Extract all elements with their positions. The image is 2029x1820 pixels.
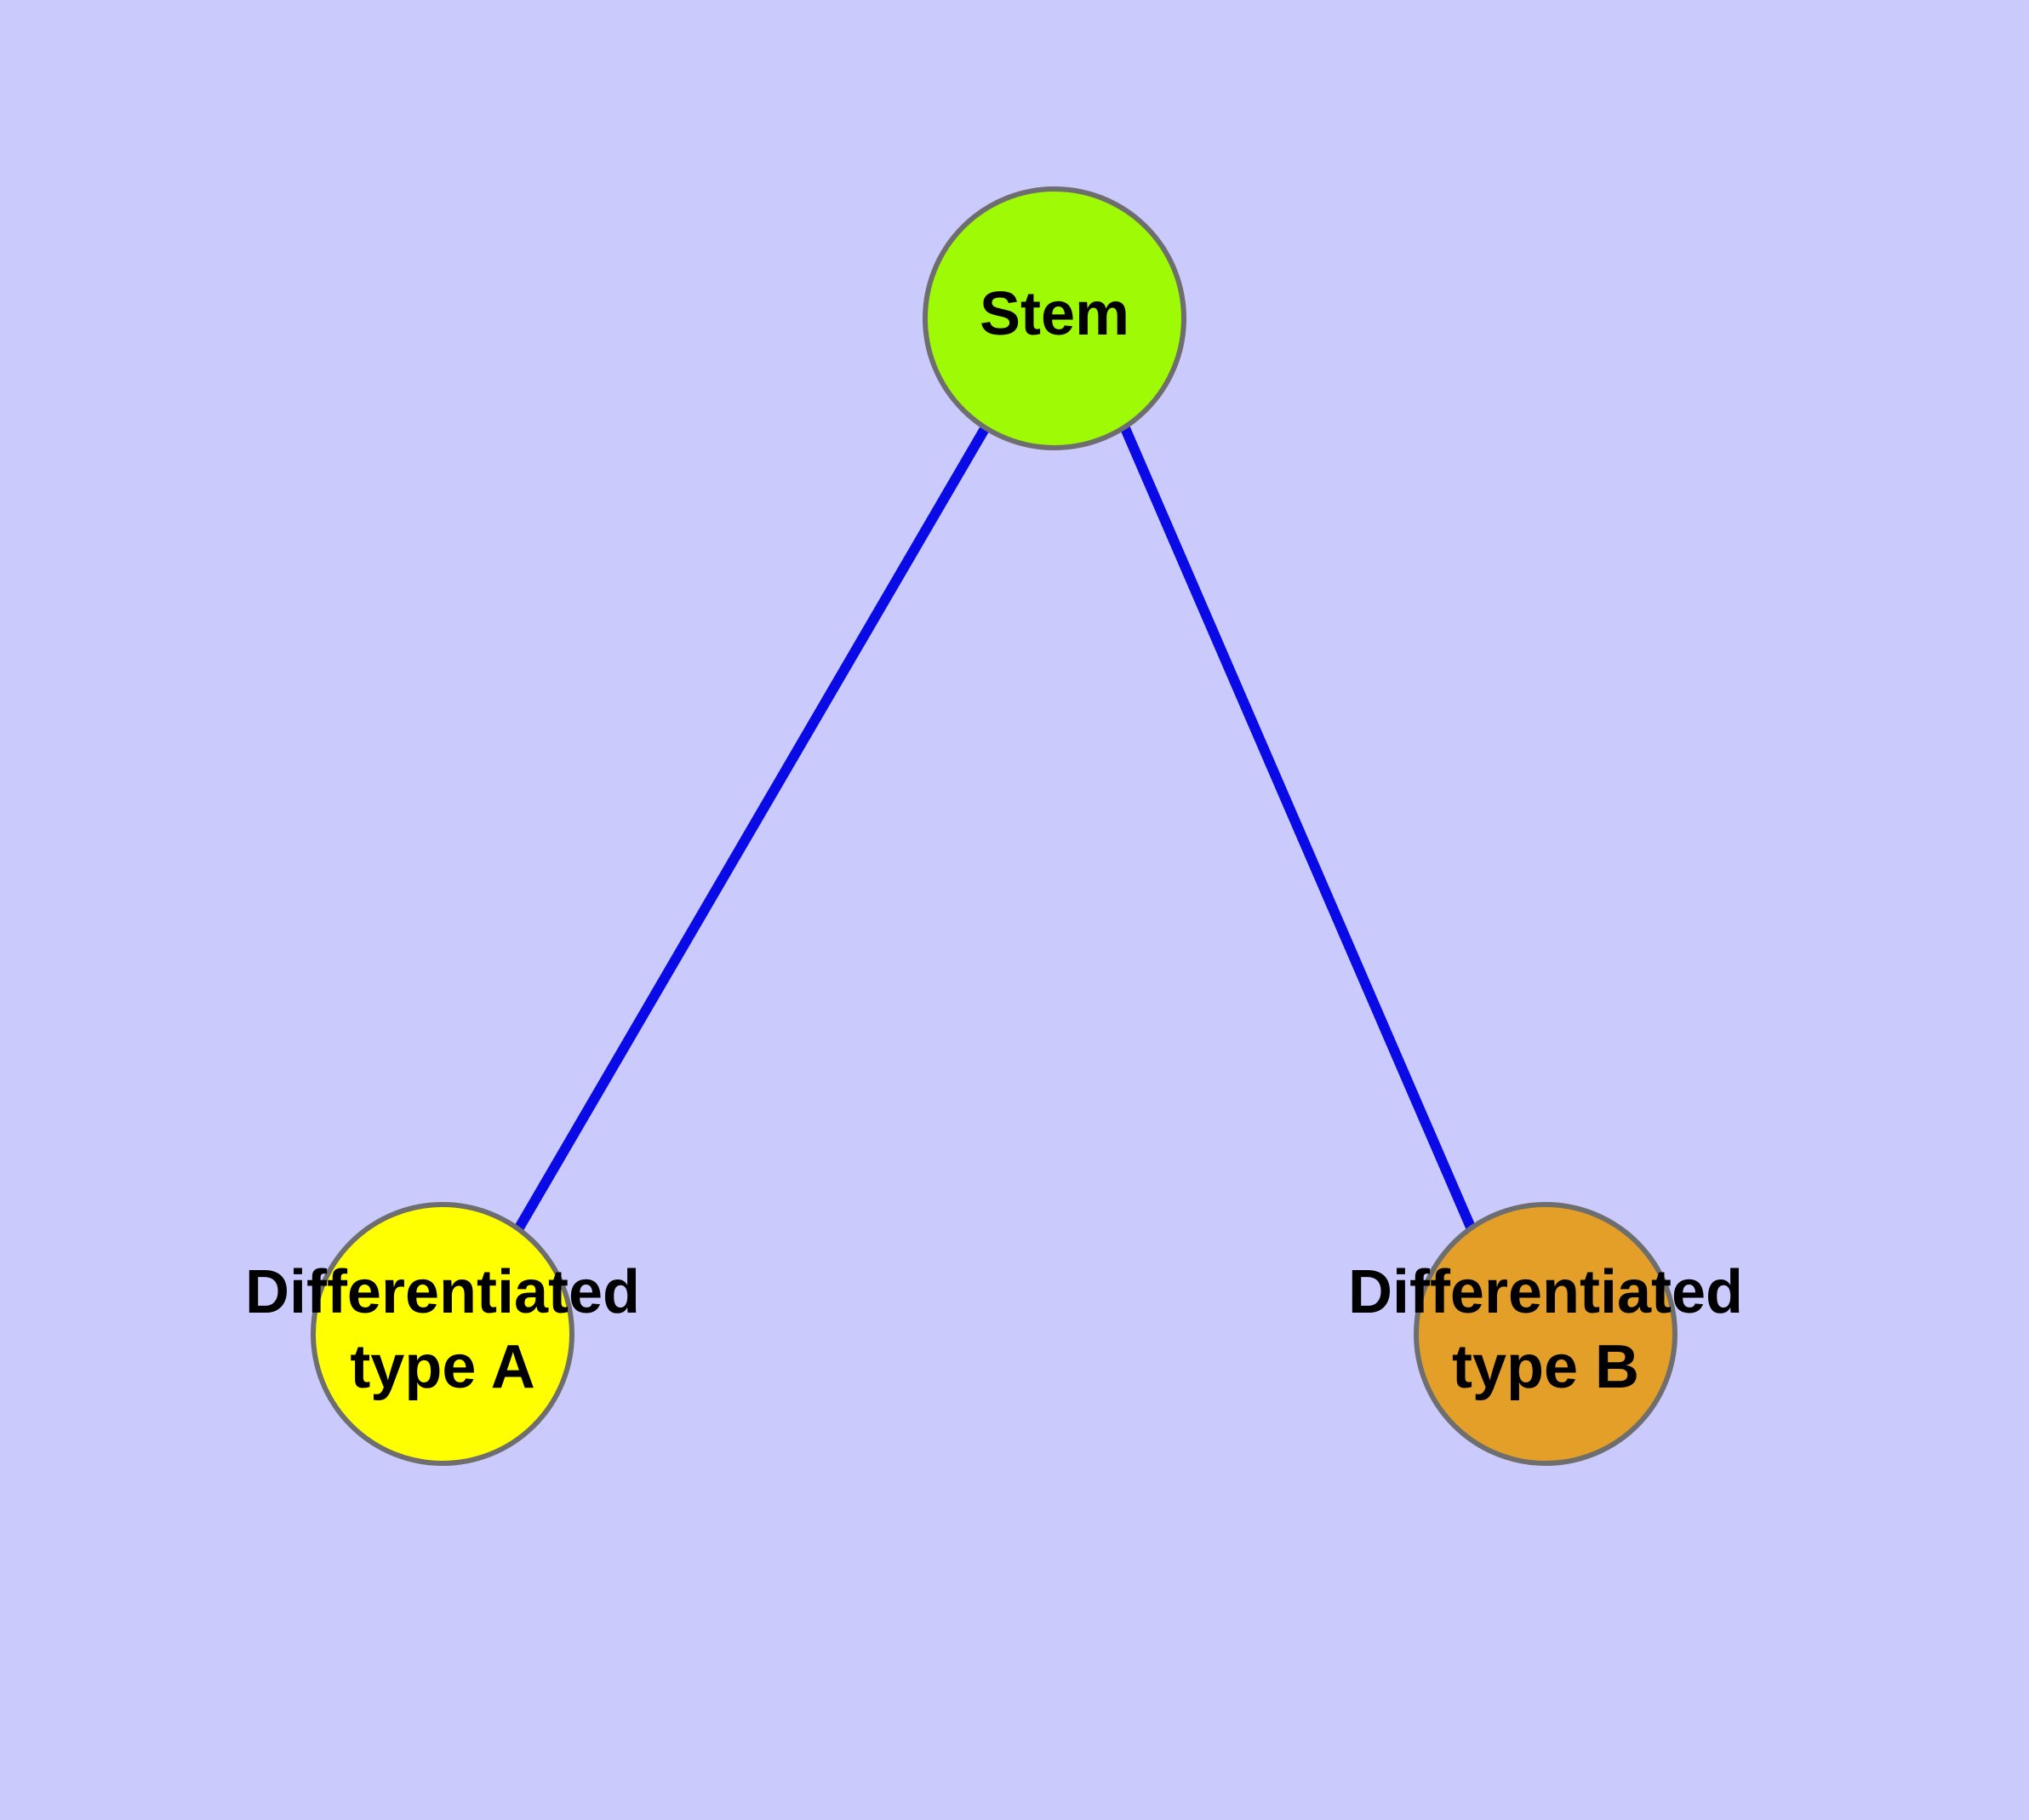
node-label-line: type B	[1452, 1333, 1639, 1401]
node-stem-label: Stem	[980, 280, 1129, 348]
node-differentiated-type-b-label: Differentiated type B	[1348, 1258, 1743, 1401]
node-label-line: Differentiated	[1348, 1258, 1743, 1326]
node-label-line: type A	[350, 1333, 534, 1401]
node-differentiated-type-b-circle[interactable]	[1414, 1202, 1677, 1466]
edge-stem-to-differentiated-type-b[interactable]	[1120, 426, 1477, 1232]
edge-stem-to-differentiated-type-a[interactable]	[513, 424, 991, 1233]
node-differentiated-type-a-circle[interactable]	[311, 1202, 574, 1466]
label-layer: Stem Differentiated type A Differentiated…	[245, 280, 1743, 1401]
node-differentiated-type-b[interactable]	[1414, 1202, 1677, 1466]
node-stem[interactable]	[923, 186, 1186, 450]
node-label-line: Differentiated	[245, 1258, 640, 1326]
node-label-line: Stem	[980, 280, 1129, 348]
edge-layer	[513, 424, 1477, 1233]
node-differentiated-type-a-label: Differentiated type A	[245, 1258, 640, 1401]
node-stem-circle[interactable]	[923, 186, 1186, 450]
node-differentiated-type-a[interactable]	[311, 1202, 574, 1466]
node-layer	[311, 186, 1677, 1466]
